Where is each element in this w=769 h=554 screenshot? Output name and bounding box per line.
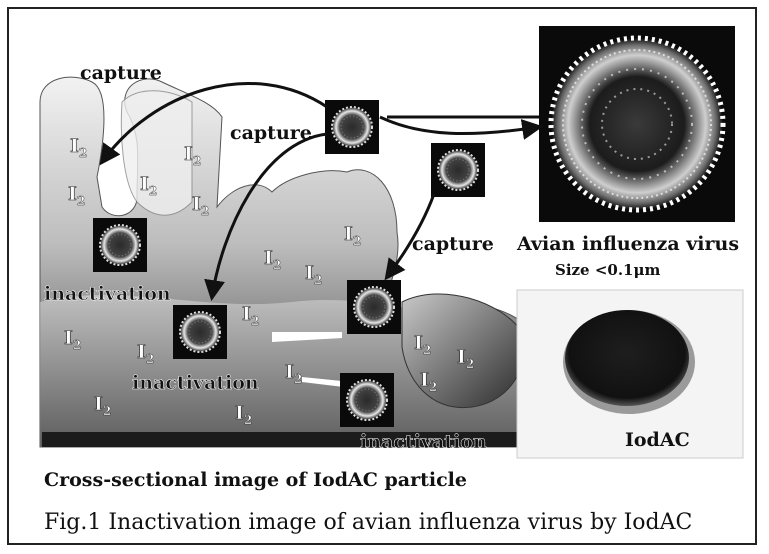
virus-icon [325, 100, 379, 154]
inactivation-label: inactivation [44, 283, 171, 305]
figure-caption: Fig.1 Inactivation image of avian influe… [44, 510, 692, 535]
virus-title: Avian influenza virus [516, 233, 739, 255]
virus-icon [93, 218, 147, 272]
capture-label: capture [230, 122, 312, 144]
virus-icon [173, 305, 227, 359]
inactivation-label: inactivation [132, 372, 259, 394]
figure-canvas: I2 I2 I2 I2 I2 I2 I2 I2 I2 I2 I2 I2 I2 I… [9, 9, 755, 543]
virus-size: Size <0.1μm [555, 261, 660, 279]
avian-influenza-virus-image [539, 26, 735, 222]
cross-section-label: Cross-sectional image of IodAC particle [44, 469, 467, 491]
capture-label: capture [412, 233, 494, 255]
virus-icon [431, 143, 485, 197]
inactivation-label: inactivation [360, 431, 487, 453]
virus-icon [340, 373, 394, 427]
iodac-label: IodAC [625, 429, 690, 451]
figure-frame: I2 I2 I2 I2 I2 I2 I2 I2 I2 I2 I2 I2 I2 I… [7, 7, 757, 545]
virus-icon [347, 280, 401, 334]
capture-label: capture [80, 62, 162, 84]
